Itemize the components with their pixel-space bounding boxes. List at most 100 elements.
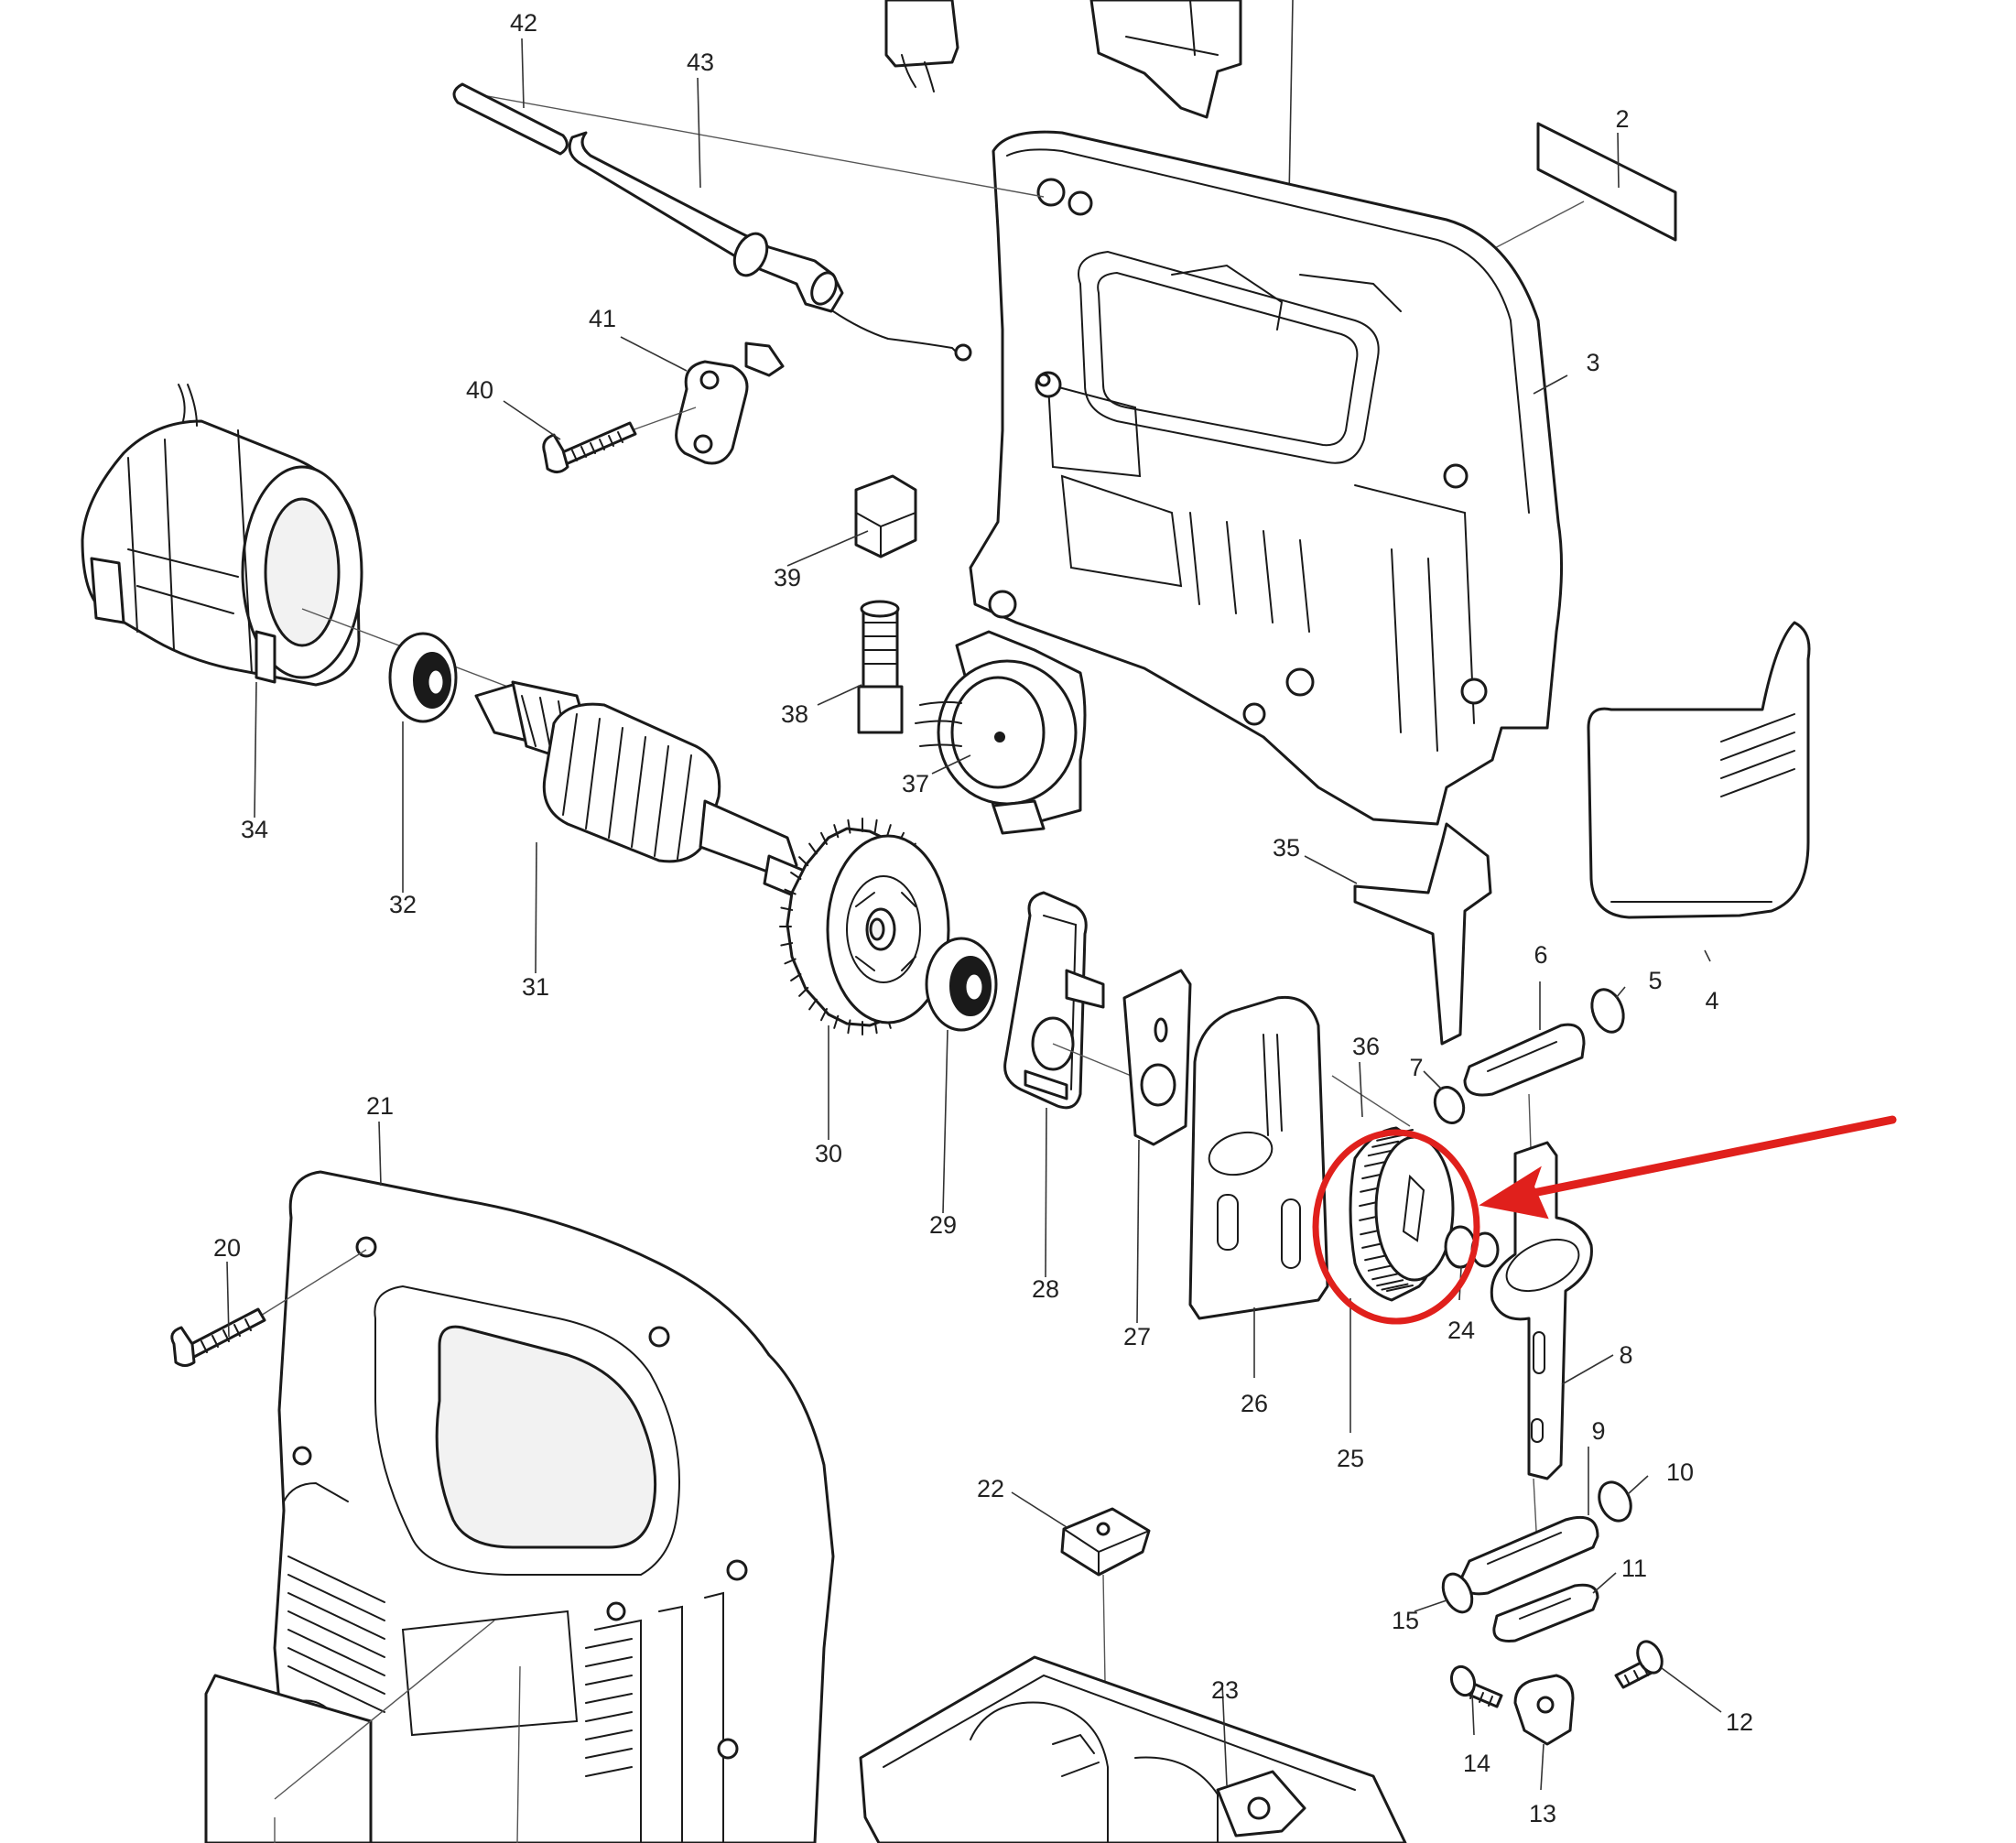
callout-37: 37 xyxy=(902,770,929,797)
gear-tooth xyxy=(847,1019,851,1035)
callout-25: 25 xyxy=(1337,1445,1364,1472)
callout-12: 12 xyxy=(1726,1708,1753,1736)
cam-knurl-line xyxy=(1381,1283,1409,1291)
callout-41: 41 xyxy=(589,305,616,332)
gear-tooth xyxy=(780,906,794,911)
top-handle-fragment xyxy=(1089,0,1242,119)
clamp-part-13 xyxy=(1513,1674,1575,1746)
ring-part-10 xyxy=(1598,1480,1632,1523)
bearing-part-29 xyxy=(925,937,998,1032)
callout-8: 8 xyxy=(1619,1341,1632,1369)
callout-43: 43 xyxy=(687,49,714,76)
side-cover-part-4 xyxy=(1587,621,1811,919)
cam-knurl-line xyxy=(1376,1133,1404,1142)
guide-strip-part-35 xyxy=(1353,822,1492,1046)
screw-part-12 xyxy=(1614,1640,1664,1689)
top-switch-fragment xyxy=(884,0,959,92)
pin-part-42 xyxy=(452,82,569,156)
leader-lines xyxy=(226,38,1722,1791)
callout-36: 36 xyxy=(1352,1033,1380,1060)
holder-part-11 xyxy=(1492,1583,1599,1642)
cord-guard-part-43 xyxy=(461,91,1045,362)
bottom-label-sticker xyxy=(204,1620,521,1843)
gear-tooth xyxy=(873,819,878,834)
callout-40: 40 xyxy=(466,376,493,404)
callout-26: 26 xyxy=(1241,1390,1268,1417)
callout-22: 22 xyxy=(977,1475,1004,1502)
gear-tooth xyxy=(784,888,797,895)
callout-38: 38 xyxy=(781,700,808,728)
screw-part-14 xyxy=(1449,1664,1503,1708)
switch-part-39 xyxy=(854,474,917,558)
callout-2: 2 xyxy=(1615,105,1629,133)
callout-9: 9 xyxy=(1591,1417,1605,1445)
cam-knurl-line xyxy=(1371,1273,1400,1281)
guide-plate-part-26 xyxy=(1188,995,1411,1320)
knurled-cam-part-25 xyxy=(1349,1126,1455,1302)
gear-bracket-part-28 xyxy=(1003,891,1105,1110)
callout-23: 23 xyxy=(1211,1676,1239,1704)
callout-30: 30 xyxy=(815,1140,842,1167)
callout-15: 15 xyxy=(1392,1607,1419,1634)
highlight-arrow-shaft xyxy=(1520,1115,1897,1199)
callout-3: 3 xyxy=(1586,349,1599,376)
roller-part-24 xyxy=(1444,1225,1500,1269)
callout-27: 27 xyxy=(1123,1323,1151,1350)
callout-14: 14 xyxy=(1463,1750,1490,1777)
armature-part-31 xyxy=(474,680,830,908)
callout-32: 32 xyxy=(389,891,417,918)
callout-5: 5 xyxy=(1648,967,1662,994)
housing-part-21 xyxy=(273,1170,835,1843)
cam-knurl-line xyxy=(1367,1263,1395,1272)
gear-tooth xyxy=(820,1008,828,1022)
gear-tooth xyxy=(798,856,809,867)
gear-tooth xyxy=(873,1019,878,1035)
callout-24: 24 xyxy=(1447,1317,1475,1344)
strain-relief-part-41 xyxy=(675,341,785,465)
gear-tooth xyxy=(847,819,851,834)
gear-tooth xyxy=(820,831,828,845)
ring-part-15 xyxy=(1441,1572,1474,1614)
screw-part-40 xyxy=(542,407,697,473)
cam-knurl-line xyxy=(1386,1285,1414,1292)
bearing-part-32 xyxy=(388,632,458,723)
callout-7: 7 xyxy=(1409,1054,1423,1081)
gear-tooth xyxy=(790,973,802,981)
callout-11: 11 xyxy=(1621,1555,1647,1582)
gear-tooth xyxy=(784,958,797,965)
callout-6: 6 xyxy=(1534,941,1547,969)
callout-31: 31 xyxy=(522,973,549,1001)
cam-knurl-line xyxy=(1376,1279,1404,1287)
brush-holder-part-37 xyxy=(915,630,1087,835)
slider-part-6 xyxy=(1463,1023,1586,1150)
base-part-23 xyxy=(859,1655,1407,1843)
field-stator-part-34 xyxy=(81,384,363,687)
square-nut-part-22 xyxy=(1060,1507,1151,1843)
gear-tooth xyxy=(808,998,818,1011)
callout-4: 4 xyxy=(1705,987,1718,1014)
gear-tooth xyxy=(833,824,840,839)
highlight-circle xyxy=(1312,1129,1480,1325)
callout-42: 42 xyxy=(510,9,537,37)
ring-part-7 xyxy=(1433,1086,1466,1124)
gear-tooth xyxy=(833,1014,840,1029)
gear-tooth xyxy=(798,986,809,997)
ring-part-5 xyxy=(1590,988,1625,1034)
callout-20: 20 xyxy=(213,1234,241,1262)
callout-10: 10 xyxy=(1666,1458,1694,1486)
slider-part-9 xyxy=(1460,1515,1599,1596)
callout-35: 35 xyxy=(1273,834,1300,862)
housing-part-3 xyxy=(969,130,1564,826)
spacer-plate-part-27 xyxy=(1122,969,1192,1146)
brush-part-38 xyxy=(857,600,904,734)
label-plate-part-2 xyxy=(1487,122,1677,253)
callout-29: 29 xyxy=(929,1211,957,1239)
callout-28: 28 xyxy=(1032,1275,1059,1303)
gear-part-30 xyxy=(779,818,950,1035)
highlight-arrow-head xyxy=(1479,1165,1549,1220)
plunger-part-8 xyxy=(1490,1141,1593,1480)
callout-21: 21 xyxy=(366,1092,394,1120)
gear-tooth xyxy=(790,872,802,880)
callout-labels: 42 43 2 3 41 40 39 38 37 35 36 7 6 5 4 3… xyxy=(213,9,1753,1827)
